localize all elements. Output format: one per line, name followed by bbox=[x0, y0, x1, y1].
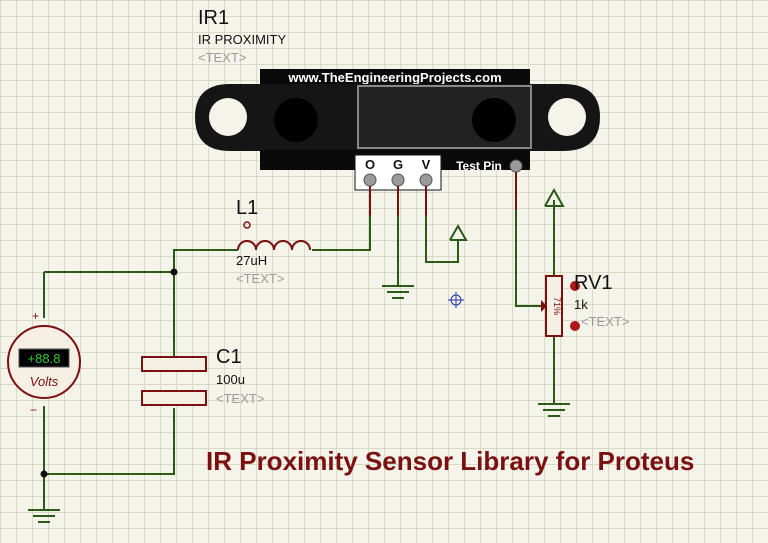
module-url: www.TheEngineeringProjects.com bbox=[287, 70, 501, 85]
capacitor-c1[interactable] bbox=[141, 356, 207, 406]
ir-receiver-lens bbox=[472, 98, 516, 142]
pin-vcc[interactable] bbox=[419, 173, 433, 187]
ir-emitter-lens bbox=[274, 98, 318, 142]
wires bbox=[43, 172, 555, 510]
pot-wiper-arrow bbox=[541, 300, 547, 312]
ir-ref: IR1 bbox=[198, 7, 229, 29]
potentiometer-rv1[interactable]: 71% bbox=[541, 275, 580, 337]
test-pin[interactable] bbox=[509, 159, 523, 173]
meter-reading: +88.8 bbox=[28, 351, 61, 366]
inductor-l1[interactable] bbox=[237, 221, 311, 251]
ground-ir-icon[interactable] bbox=[382, 285, 414, 299]
rv1-value: 1k bbox=[574, 297, 588, 312]
ir-text-tag: <TEXT> bbox=[198, 50, 246, 65]
pin-gnd[interactable] bbox=[391, 173, 405, 187]
inductor-dot bbox=[243, 221, 251, 229]
ground-meter-icon[interactable] bbox=[28, 509, 60, 523]
meter-unit: Volts bbox=[30, 374, 59, 389]
pin-label-gnd: G bbox=[393, 157, 403, 172]
pot-percent: 71% bbox=[552, 297, 562, 315]
cap-plate-bottom bbox=[141, 390, 207, 406]
pot-adjust-down-icon[interactable] bbox=[570, 321, 580, 331]
mount-hole-right bbox=[548, 98, 586, 136]
wire-l1-left bbox=[173, 249, 238, 272]
meter-display bbox=[18, 348, 70, 368]
rv1-text-tag: <TEXT> bbox=[581, 314, 629, 329]
power-terminal-rv1-icon[interactable] bbox=[544, 187, 565, 207]
c1-text-tag: <TEXT> bbox=[216, 391, 264, 406]
power-terminal-ir-icon[interactable] bbox=[449, 223, 468, 241]
c1-ref: C1 bbox=[216, 346, 242, 368]
diagram-caption: IR Proximity Sensor Library for Proteus bbox=[206, 446, 694, 476]
pot-adjust-up-icon[interactable] bbox=[570, 281, 580, 291]
wire-vcc bbox=[425, 216, 459, 263]
pin-out[interactable] bbox=[363, 173, 377, 187]
ir-module[interactable]: www.TheEngineeringProjects.com O G V Tes… bbox=[195, 69, 600, 191]
ground-rv1-icon[interactable] bbox=[538, 403, 570, 417]
meter-plus-sign: + bbox=[32, 309, 39, 323]
meter-minus-sign: − bbox=[30, 403, 37, 417]
junction-bottom bbox=[40, 470, 48, 478]
wire-c1-bottom bbox=[44, 408, 175, 475]
inductor-coil bbox=[237, 240, 311, 251]
module-header-bar bbox=[260, 69, 530, 85]
mount-hole-left bbox=[209, 98, 247, 136]
cap-plate-top bbox=[141, 356, 207, 372]
l1-ref: L1 bbox=[236, 197, 258, 219]
pin-label-vcc: V bbox=[422, 157, 431, 172]
rv1-ref: RV1 bbox=[574, 272, 613, 294]
ir-value: IR PROXIMITY bbox=[198, 32, 286, 47]
c1-value: 100u bbox=[216, 372, 245, 387]
l1-value: 27uH bbox=[236, 253, 267, 268]
voltmeter[interactable]: +88.8 Volts bbox=[7, 325, 81, 399]
pin-label-out: O bbox=[365, 157, 375, 172]
l1-text-tag: <TEXT> bbox=[236, 271, 284, 286]
crosshair-cursor-icon bbox=[448, 292, 464, 308]
test-pin-label: Test Pin bbox=[456, 159, 502, 173]
wire-test-to-rv1 bbox=[515, 210, 541, 307]
junction-top bbox=[170, 268, 178, 276]
wire-out-to-l1 bbox=[312, 216, 371, 251]
